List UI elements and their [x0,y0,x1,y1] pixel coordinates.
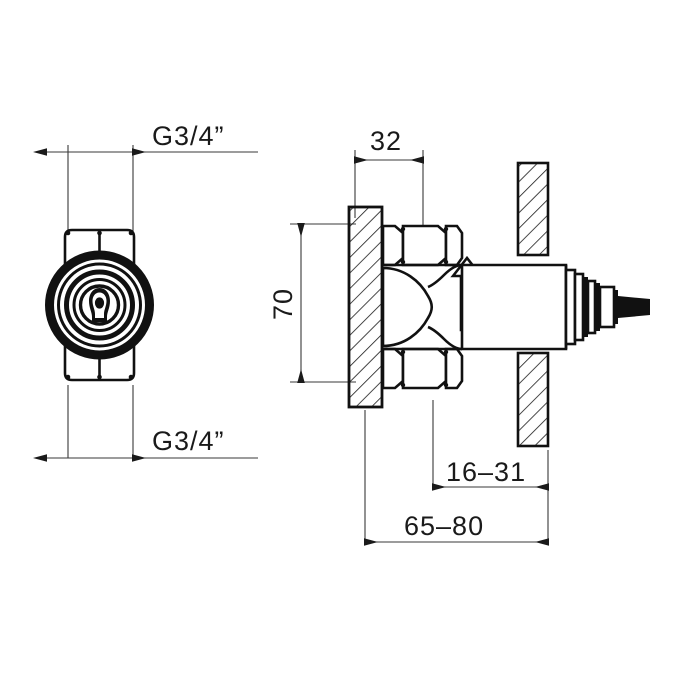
section-view-extension-lines [364,400,549,545]
section-hex-upper [381,224,464,267]
valve-seat-profile [381,263,463,351]
wall-section-lower [516,351,550,448]
dimension-body-height: 70 [268,223,356,383]
valve-stem-assembly [564,268,650,346]
front-view-circular-flange [45,250,154,360]
dim-label-body-height: 70 [268,288,298,320]
dimension-wall-range: 16–31 [432,457,549,491]
valve-cartridge-body [460,263,568,351]
dimension-thread-top: G3/4” [33,121,258,156]
dimension-flange-thickness: 32 [354,126,424,232]
front-view: G3/4” G3/4” [33,121,258,462]
section-view: 32 70 [268,126,650,546]
flange-plate [347,205,384,409]
dimension-thread-bottom: G3/4” [33,426,258,462]
wall-section-upper [516,161,550,257]
dim-label-thread-bottom: G3/4” [152,426,225,456]
dimension-overall-length: 65–80 [364,511,549,546]
dim-label-flange-thickness: 32 [370,126,402,156]
dim-label-thread-top: G3/4” [152,121,225,151]
dim-label-overall-length: 65–80 [404,511,484,541]
dim-label-wall-range: 16–31 [446,457,526,487]
section-hex-lower [381,347,464,390]
front-view-extension-lines [67,145,134,458]
